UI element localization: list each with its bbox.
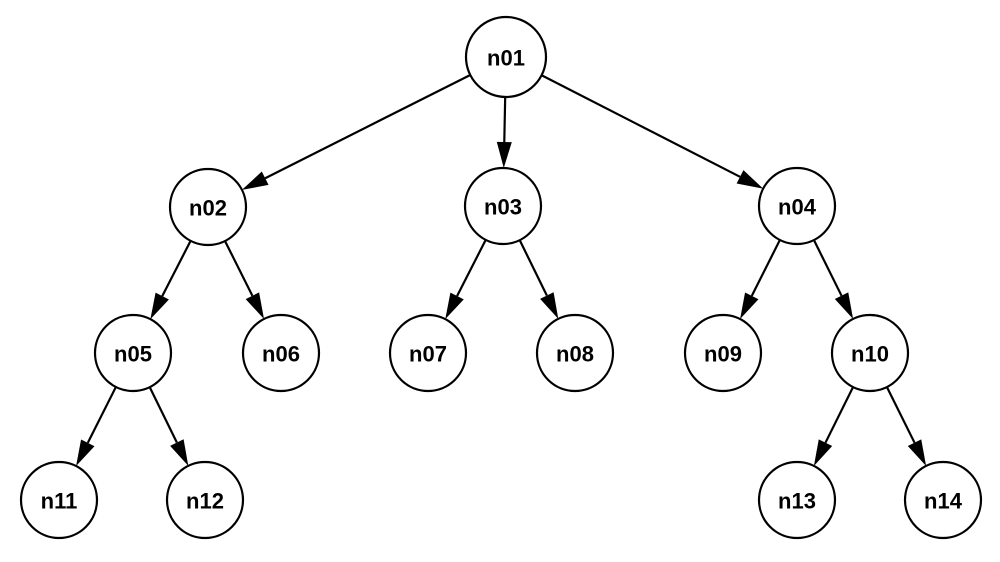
node-n01[interactable]: n01 bbox=[464, 15, 548, 99]
node-n03[interactable]: n03 bbox=[463, 166, 543, 246]
node-label: n06 bbox=[262, 342, 300, 367]
arrow-head-icon bbox=[834, 292, 854, 319]
arrow-head-icon bbox=[170, 439, 189, 466]
edge-n04-n09 bbox=[740, 239, 781, 320]
edge-n02-n05 bbox=[150, 240, 192, 320]
node-n11[interactable]: n11 bbox=[19, 460, 99, 540]
arrow-head-icon bbox=[813, 439, 833, 466]
node-circle[interactable] bbox=[241, 313, 321, 393]
node-circle[interactable] bbox=[464, 15, 548, 99]
arrow-head-icon bbox=[540, 292, 559, 319]
node-label: n13 bbox=[778, 489, 816, 514]
edge-line bbox=[456, 239, 487, 297]
arrow-head-icon bbox=[496, 141, 512, 169]
node-label: n03 bbox=[484, 195, 522, 220]
edge-n10-n14 bbox=[885, 386, 927, 466]
node-circle[interactable] bbox=[683, 313, 763, 393]
edge-line bbox=[264, 73, 471, 180]
edge-line bbox=[824, 386, 855, 444]
arrow-head-icon bbox=[150, 292, 169, 320]
node-circle[interactable] bbox=[903, 460, 983, 540]
node-circle[interactable] bbox=[830, 313, 910, 393]
node-label: n11 bbox=[41, 489, 78, 514]
arrow-head-icon bbox=[76, 439, 95, 467]
node-label: n10 bbox=[851, 342, 889, 367]
node-n09[interactable]: n09 bbox=[683, 313, 763, 393]
node-n06[interactable]: n06 bbox=[241, 313, 321, 393]
node-circle[interactable] bbox=[535, 313, 615, 393]
edge-line bbox=[161, 240, 192, 297]
node-label: n09 bbox=[704, 342, 742, 367]
node-label: n12 bbox=[186, 489, 224, 514]
node-n12[interactable]: n12 bbox=[165, 460, 245, 540]
node-n04[interactable]: n04 bbox=[757, 166, 837, 246]
arrow-head-icon bbox=[241, 171, 269, 190]
edge-n02-n06 bbox=[224, 240, 265, 320]
edges-layer bbox=[76, 73, 927, 467]
edge-line bbox=[86, 386, 117, 444]
node-circle[interactable] bbox=[168, 167, 248, 247]
arrow-head-icon bbox=[736, 170, 764, 189]
arrow-head-icon bbox=[445, 292, 464, 320]
edge-n05-n12 bbox=[148, 386, 189, 466]
node-label: n08 bbox=[556, 342, 594, 367]
edge-line bbox=[503, 96, 507, 143]
arrow-head-icon bbox=[907, 439, 927, 466]
node-circle[interactable] bbox=[165, 460, 245, 540]
edge-n03-n08 bbox=[518, 239, 559, 319]
nodes-layer: n01 n02 n03 n04 n05 n06 n07 n08 n09 n10 n11 n12 n13 n… bbox=[19, 15, 983, 540]
edge-n10-n13 bbox=[813, 386, 855, 466]
node-label: n14 bbox=[924, 489, 963, 514]
edge-line bbox=[224, 240, 254, 297]
edge-n04-n10 bbox=[812, 239, 854, 319]
node-label: n07 bbox=[409, 342, 447, 367]
node-label: n01 bbox=[487, 46, 525, 71]
node-circle[interactable] bbox=[93, 313, 173, 393]
edge-line bbox=[812, 239, 843, 297]
edge-line bbox=[518, 239, 548, 297]
node-n08[interactable]: n08 bbox=[535, 313, 615, 393]
node-circle[interactable] bbox=[19, 460, 99, 540]
node-circle[interactable] bbox=[757, 460, 837, 540]
node-n14[interactable]: n14 bbox=[903, 460, 983, 540]
node-circle[interactable] bbox=[388, 313, 468, 393]
arrow-head-icon bbox=[740, 292, 759, 320]
node-label: n05 bbox=[114, 342, 152, 367]
edge-n01-n02 bbox=[241, 73, 471, 190]
node-circle[interactable] bbox=[463, 166, 543, 246]
edge-n03-n07 bbox=[445, 239, 487, 320]
node-n13[interactable]: n13 bbox=[757, 460, 837, 540]
node-circle[interactable] bbox=[757, 166, 837, 246]
node-n05[interactable]: n05 bbox=[93, 313, 173, 393]
edge-line bbox=[885, 386, 916, 444]
edge-line bbox=[148, 386, 178, 444]
node-label: n04 bbox=[778, 195, 817, 220]
edge-n01-n04 bbox=[541, 74, 764, 189]
edge-n05-n11 bbox=[76, 386, 117, 467]
node-n02[interactable]: n02 bbox=[168, 167, 248, 247]
edge-n01-n03 bbox=[496, 96, 512, 169]
arrow-head-icon bbox=[245, 292, 265, 320]
node-n07[interactable]: n07 bbox=[388, 313, 468, 393]
node-n10[interactable]: n10 bbox=[830, 313, 910, 393]
node-label: n02 bbox=[189, 196, 227, 221]
edge-line bbox=[750, 239, 781, 297]
edge-line bbox=[541, 74, 741, 178]
